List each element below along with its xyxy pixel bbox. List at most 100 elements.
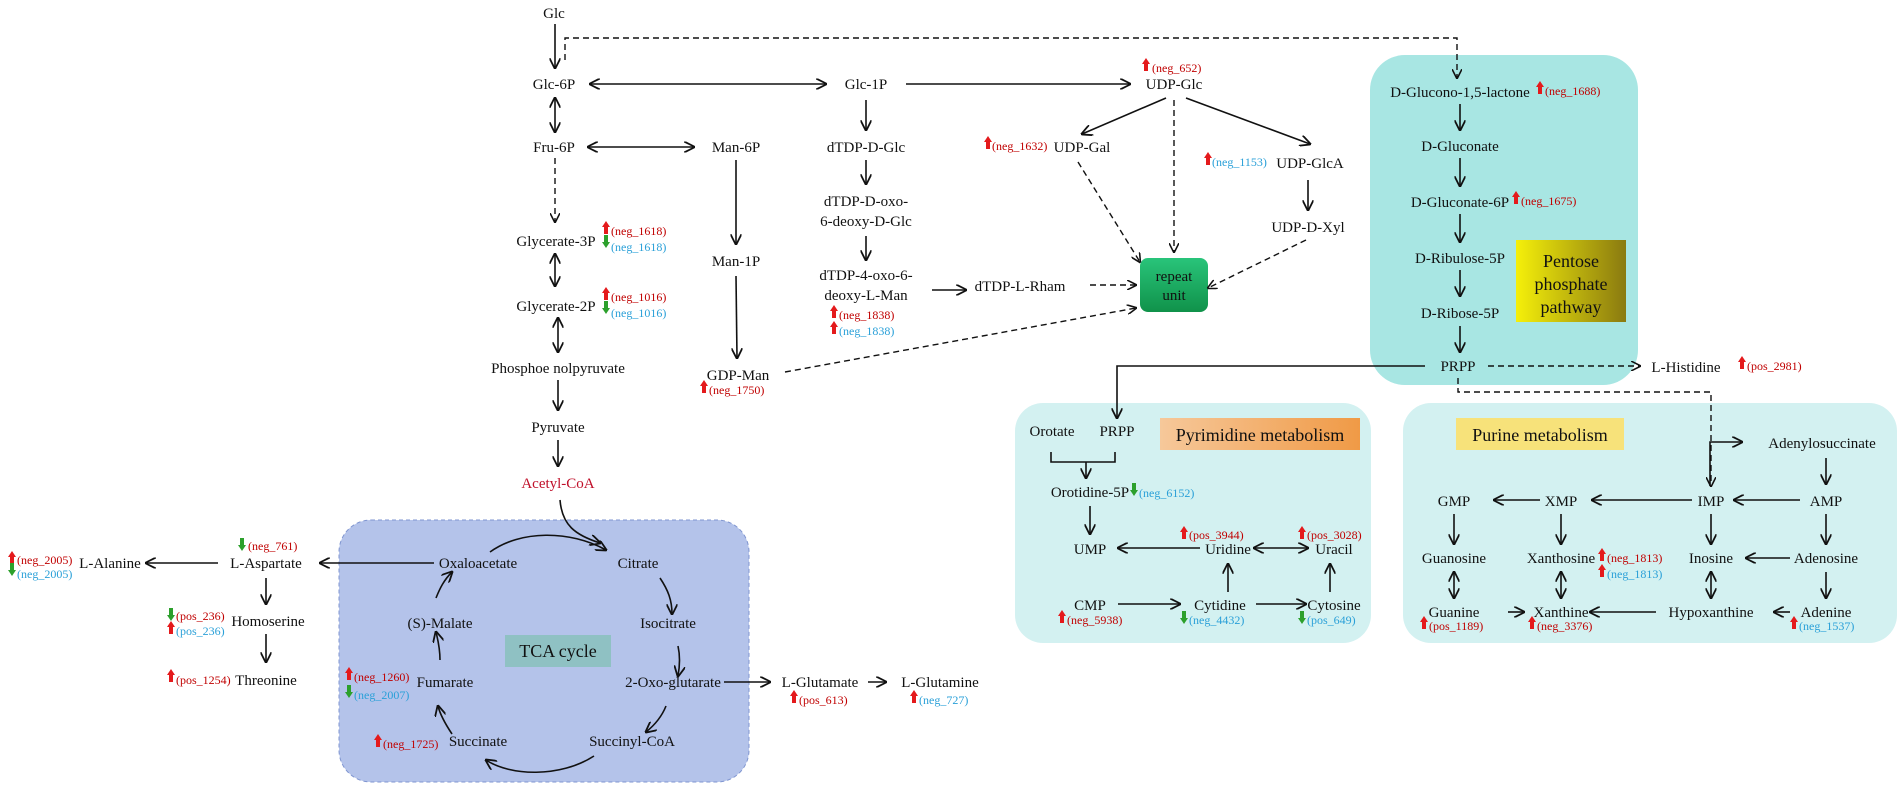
marker-neg1153: (neg_1153) [1204, 152, 1267, 169]
marker-neg1688: (neg_1688) [1536, 81, 1600, 98]
node-dtdpoxo-1: dTDP-D-oxo- [824, 194, 908, 210]
node-glc6p: Glc-6P [533, 77, 576, 93]
compound-id-label: (pos_1254) [176, 673, 231, 687]
marker-pos649: (pos_649) [1298, 611, 1356, 627]
node-glycerate3p: Glycerate-3P [516, 234, 595, 250]
up-arrow-icon [1180, 526, 1188, 539]
node-guanosine: Guanosine [1422, 551, 1486, 567]
node-succinylcoa: Succinyl-CoA [589, 734, 675, 750]
marker-neg1618b: (neg_1618) [602, 235, 666, 254]
node-orotate: Orotate [1030, 424, 1075, 440]
node-ribose5p: D-Ribose-5P [1421, 306, 1499, 322]
compound-id-label: (pos_236) [176, 624, 225, 638]
marker-neg1725: (neg_1725) [374, 734, 438, 751]
node-gluconate6p: D-Gluconate-6P [1411, 195, 1509, 211]
marker-pos1254: (pos_1254) [167, 669, 231, 687]
marker-neg1750: (neg_1750) [700, 380, 764, 397]
node-ribulose5p: D-Ribulose-5P [1415, 251, 1505, 267]
marker-neg1632: (neg_1632) [984, 136, 1047, 153]
node-dtdp4oxo-1: dTDP-4-oxo-6- [819, 268, 912, 284]
compound-id-label: (neg_1688) [1545, 84, 1600, 98]
compound-id-label: (neg_1838) [839, 324, 894, 338]
node-uracil: Uracil [1315, 542, 1352, 558]
marker-pos3944: (pos_3944) [1180, 526, 1244, 542]
purine-title-bg [1456, 418, 1624, 450]
down-arrow-icon [602, 301, 610, 314]
up-arrow-icon [1536, 81, 1544, 94]
down-arrow-icon [1180, 611, 1188, 624]
node-lglutamate: L-Glutamate [782, 675, 859, 691]
up-arrow-icon [1298, 526, 1306, 539]
marker-neg2005a: (neg_2005) [8, 551, 72, 567]
marker-pos1189: (pos_1189) [1420, 616, 1483, 633]
compound-id-label: (neg_1750) [709, 383, 764, 397]
marker-neg2007: (neg_2007) [345, 685, 409, 702]
up-arrow-icon [1142, 58, 1150, 71]
node-udpglc: UDP-Glc [1146, 77, 1203, 93]
up-arrow-icon [167, 621, 175, 634]
node-prpp2: PRPP [1099, 424, 1134, 440]
repeat-unit-box [1140, 258, 1208, 312]
marker-pos236b: (pos_236) [167, 621, 225, 638]
compound-id-label: (neg_1813) [1607, 567, 1662, 581]
node-dtdplrham: dTDP-L-Rham [975, 279, 1066, 295]
compound-id-label: (pos_1189) [1429, 619, 1483, 633]
compound-id-label: (neg_1016) [611, 290, 666, 304]
down-arrow-icon [167, 608, 175, 621]
node-man1p: Man-1P [712, 254, 760, 270]
node-guanine: Guanine [1429, 605, 1480, 621]
up-arrow-icon [345, 667, 353, 680]
marker-neg1838a: (neg_1838) [830, 305, 894, 322]
node-uridine: Uridine [1205, 542, 1251, 558]
node-fumarate: Fumarate [417, 675, 474, 691]
node-glc1p: Glc-1P [845, 77, 888, 93]
up-arrow-icon [700, 380, 708, 393]
arrows [146, 24, 1826, 774]
up-arrow-icon [1598, 564, 1606, 577]
node-oxaloacetate: Oxaloacetate [439, 556, 518, 572]
node-pyruvate: Pyruvate [531, 420, 585, 436]
compound-id-label: (neg_1725) [383, 737, 438, 751]
node-amp: AMP [1810, 494, 1843, 510]
pyrimidine-title-bg [1160, 418, 1360, 450]
node-dtdpdglc: dTDP-D-Glc [827, 140, 906, 156]
marker-neg5938: (neg_5938) [1058, 610, 1122, 627]
node-udpdxyl: UDP-D-Xyl [1271, 220, 1344, 236]
node-glucono: D-Glucono-1,5-lactone [1390, 85, 1530, 101]
node-xanthine: Xanthine [1534, 605, 1589, 621]
compound-id-label: (neg_3376) [1537, 619, 1592, 633]
compound-id-label: (neg_4432) [1189, 613, 1244, 627]
node-prpp: PRPP [1440, 359, 1475, 375]
compound-id-label: (neg_1838) [839, 308, 894, 322]
node-dtdp4oxo-2: deoxy-L-Man [824, 288, 908, 304]
node-pep: Phosphoe nolpyruvate [491, 361, 625, 377]
marker-neg1813a: (neg_1813) [1598, 548, 1662, 565]
node-dtdpoxo-2: 6-deoxy-D-Glc [820, 214, 912, 230]
compound-id-label: (pos_3944) [1189, 528, 1244, 542]
marker-neg1016a: (neg_1016) [602, 287, 666, 304]
node-glycerate2p: Glycerate-2P [516, 299, 595, 315]
marker-neg1813b: (neg_1813) [1598, 564, 1662, 581]
up-arrow-icon [830, 321, 838, 334]
up-arrow-icon [1790, 616, 1798, 629]
node-lalanine: L-Alanine [79, 556, 141, 572]
pentose-title-bg [1516, 240, 1626, 322]
compound-id-label: (neg_1153) [1212, 155, 1267, 169]
pentose-title-line2: phosphate [1535, 274, 1608, 294]
compound-id-label: (pos_649) [1307, 613, 1356, 627]
node-gluconate: D-Gluconate [1421, 139, 1499, 155]
marker-neg1260: (neg_1260) [345, 667, 409, 684]
marker-neg727: (neg_727) [910, 690, 968, 707]
marker-neg2005b: (neg_2005) [8, 563, 72, 581]
purine-title: Purine metabolism [1472, 425, 1607, 445]
node-oxoglutarate: 2-Oxo-glutarate [625, 675, 721, 691]
up-arrow-icon [1738, 356, 1746, 369]
marker-neg1618a: (neg_1618) [602, 221, 666, 238]
node-orotidine5p: Orotidine-5P [1051, 485, 1129, 501]
up-arrow-icon [1420, 616, 1428, 629]
marker-neg1675: (neg_1675) [1512, 191, 1576, 208]
compound-id-label: (neg_2005) [17, 567, 72, 581]
nodes: Glc Glc-6P Fru-6P Glycerate-3P Glycerate… [79, 6, 1876, 750]
marker-neg4432: (neg_4432) [1180, 611, 1244, 627]
compound-id-label: (neg_2007) [354, 688, 409, 702]
